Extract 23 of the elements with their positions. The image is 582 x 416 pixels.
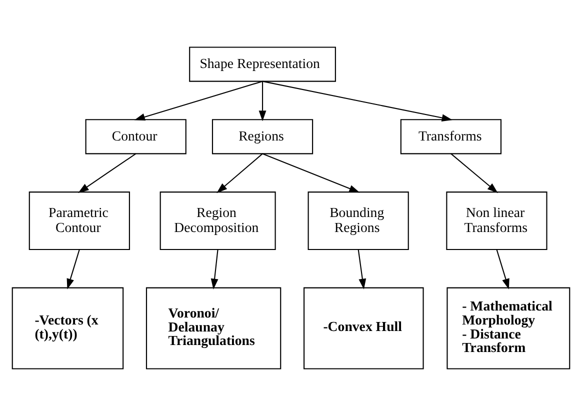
node-box: Region Decomposition bbox=[160, 192, 276, 250]
arrow bbox=[450, 153, 498, 194]
node-box: Regions bbox=[212, 119, 314, 154]
arrow bbox=[358, 249, 366, 290]
arrow bbox=[78, 153, 136, 193]
arrow bbox=[134, 80, 263, 121]
node-box: Contour bbox=[85, 119, 186, 154]
node-box: Non linear Transforms bbox=[446, 192, 548, 250]
arrow bbox=[216, 153, 263, 194]
node-box: - Mathematical Morphology - Distance Transform bbox=[446, 287, 570, 370]
arrow bbox=[496, 249, 510, 290]
arrow bbox=[262, 153, 360, 193]
arrow bbox=[258, 81, 266, 122]
node-box: Voronoi/ Delaunay Triangulations bbox=[146, 287, 282, 370]
node-box: Transforms bbox=[400, 119, 502, 154]
arrow bbox=[66, 249, 80, 290]
arrow bbox=[210, 249, 218, 290]
node-box: Parametric Contour bbox=[28, 192, 130, 250]
node-box: Shape Representation bbox=[189, 46, 336, 82]
node-box: -Vectors (x (t),y(t)) bbox=[12, 287, 124, 370]
node-box: -Convex Hull bbox=[304, 287, 424, 370]
arrow bbox=[262, 80, 453, 122]
node-box: Bounding Regions bbox=[308, 192, 409, 250]
